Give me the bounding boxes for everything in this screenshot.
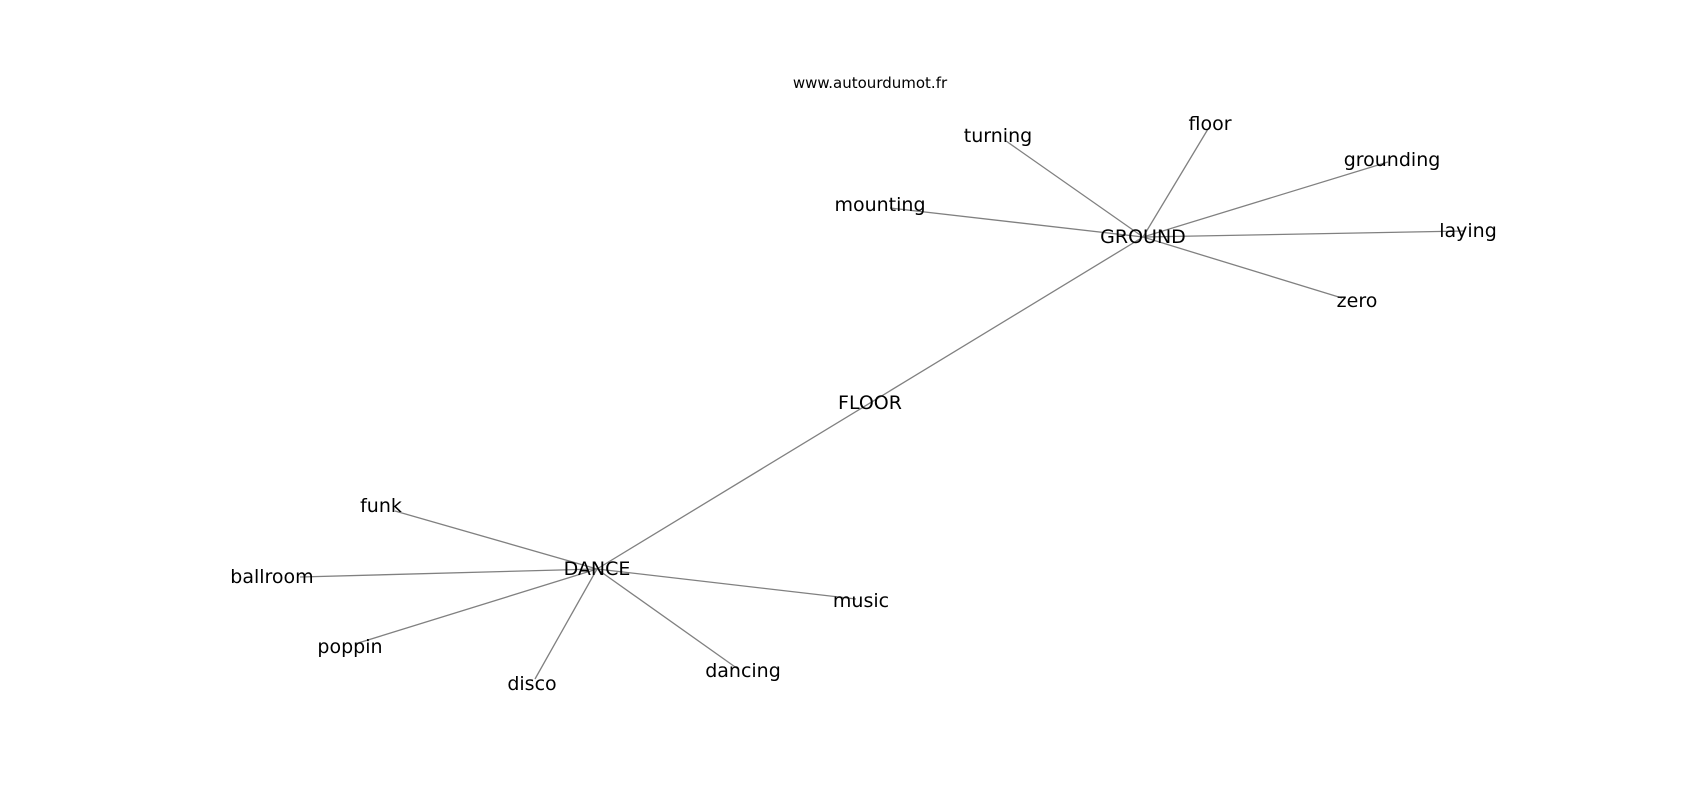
edge-ground-zero [1142, 236, 1343, 299]
node-music: music [833, 590, 889, 612]
node-poppin: poppin [317, 636, 382, 658]
edge-dance-dancing [596, 568, 739, 670]
node-dance: DANCE [564, 558, 631, 580]
node-floor: FLOOR [838, 392, 902, 414]
edge-ground-grounding [1142, 161, 1389, 238]
node-laying: laying [1439, 220, 1497, 242]
edge-dance-poppin [354, 568, 598, 645]
node-floor: floor [1188, 113, 1231, 135]
node-grounding: grounding [1344, 149, 1441, 171]
node-mounting: mounting [834, 194, 925, 216]
node-ground: GROUND [1100, 226, 1186, 248]
node-ballroom: ballroom [230, 566, 313, 588]
edge-dance-ballroom [299, 568, 598, 578]
edge-ground-dance [596, 236, 1144, 570]
edge-dance-disco [534, 568, 598, 680]
edge-ground-mounting [889, 207, 1144, 238]
edge-ground-laying [1142, 230, 1466, 238]
node-disco: disco [507, 673, 556, 695]
edges-layer [299, 128, 1466, 680]
nodes-layer: FLOOR GROUND DANCE turning floor grounding mou… [230, 113, 1496, 695]
edge-ground-floor [1142, 128, 1209, 238]
node-dancing: dancing [705, 660, 781, 682]
watermark-text: www.autourdumot.fr [793, 74, 948, 92]
edge-ground-turning [1005, 140, 1144, 238]
edge-dance-music [596, 568, 857, 600]
edge-dance-funk [394, 510, 598, 570]
node-funk: funk [360, 495, 402, 517]
node-zero: zero [1337, 290, 1378, 312]
node-turning: turning [964, 125, 1032, 147]
